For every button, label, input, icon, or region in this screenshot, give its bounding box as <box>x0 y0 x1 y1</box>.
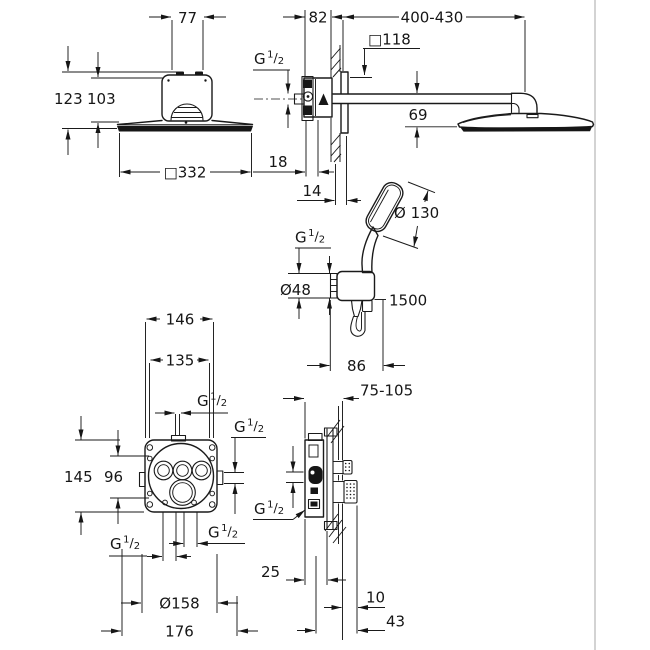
large-knob <box>343 479 358 504</box>
hose-nut <box>361 299 373 313</box>
dim-box-width: 146 <box>166 311 195 329</box>
spray-face <box>460 126 592 132</box>
dim-depth-a: 18 <box>268 153 287 171</box>
dim-trim-diameter: Ø158 <box>159 595 199 613</box>
valve-cartridge <box>308 466 323 484</box>
shower-arm-elbow <box>510 92 538 114</box>
dim-hole-spacing-height: 96 <box>104 468 123 486</box>
dim-depth-a: 25 <box>261 563 280 581</box>
side-port-right <box>216 470 224 486</box>
dim-head-drop: 69 <box>408 106 427 124</box>
mount-nub-icon <box>195 71 203 76</box>
dim-height-body: 103 <box>87 90 116 108</box>
small-knob <box>342 459 353 475</box>
dim-face-width: □332 <box>164 164 207 182</box>
dim-escutcheon-diameter: Ø48 <box>280 281 311 299</box>
screw-holes <box>146 444 216 508</box>
side-port-left <box>138 471 146 488</box>
hand-shower-handle <box>361 226 379 274</box>
dim-box-height: 145 <box>64 468 93 486</box>
wall-hatching <box>330 47 342 163</box>
mount-nub-icon <box>176 71 184 76</box>
hose-cone <box>350 299 363 318</box>
overhead-shower-head <box>457 112 595 129</box>
dim-valve-depth: 82 <box>308 9 327 27</box>
overhead-shower-front-view: 77 123 103 □332 <box>54 9 254 182</box>
spray-dome <box>170 103 204 121</box>
shower-hose <box>350 311 366 337</box>
dim-depth-b: 14 <box>302 182 321 200</box>
flow-direction-marker-icon <box>318 93 329 105</box>
dim-hole-spacing-width: 135 <box>166 352 195 370</box>
spray-face <box>117 126 253 132</box>
dim-head-diameter: Ø 130 <box>394 204 439 222</box>
dim-install-depth: 75-105 <box>360 382 413 400</box>
shower-holder <box>336 270 376 302</box>
dim-outlet-offset: 86 <box>347 357 366 375</box>
dim-top-width: 77 <box>178 9 197 27</box>
dim-hose-length: 1500 <box>389 292 427 310</box>
dim-trim-width: 176 <box>165 623 194 641</box>
dim-depth-b: 10 <box>366 589 385 607</box>
dim-height-total: 123 <box>54 90 83 108</box>
knurl-dots <box>346 483 355 499</box>
dim-arm-length: 400-430 <box>401 9 464 27</box>
knurl-dots <box>344 462 351 472</box>
hand-shower-head <box>365 181 404 233</box>
dim-escutcheon-size: □118 <box>368 31 411 49</box>
dim-depth-c: 43 <box>386 613 405 631</box>
top-port <box>170 434 187 442</box>
